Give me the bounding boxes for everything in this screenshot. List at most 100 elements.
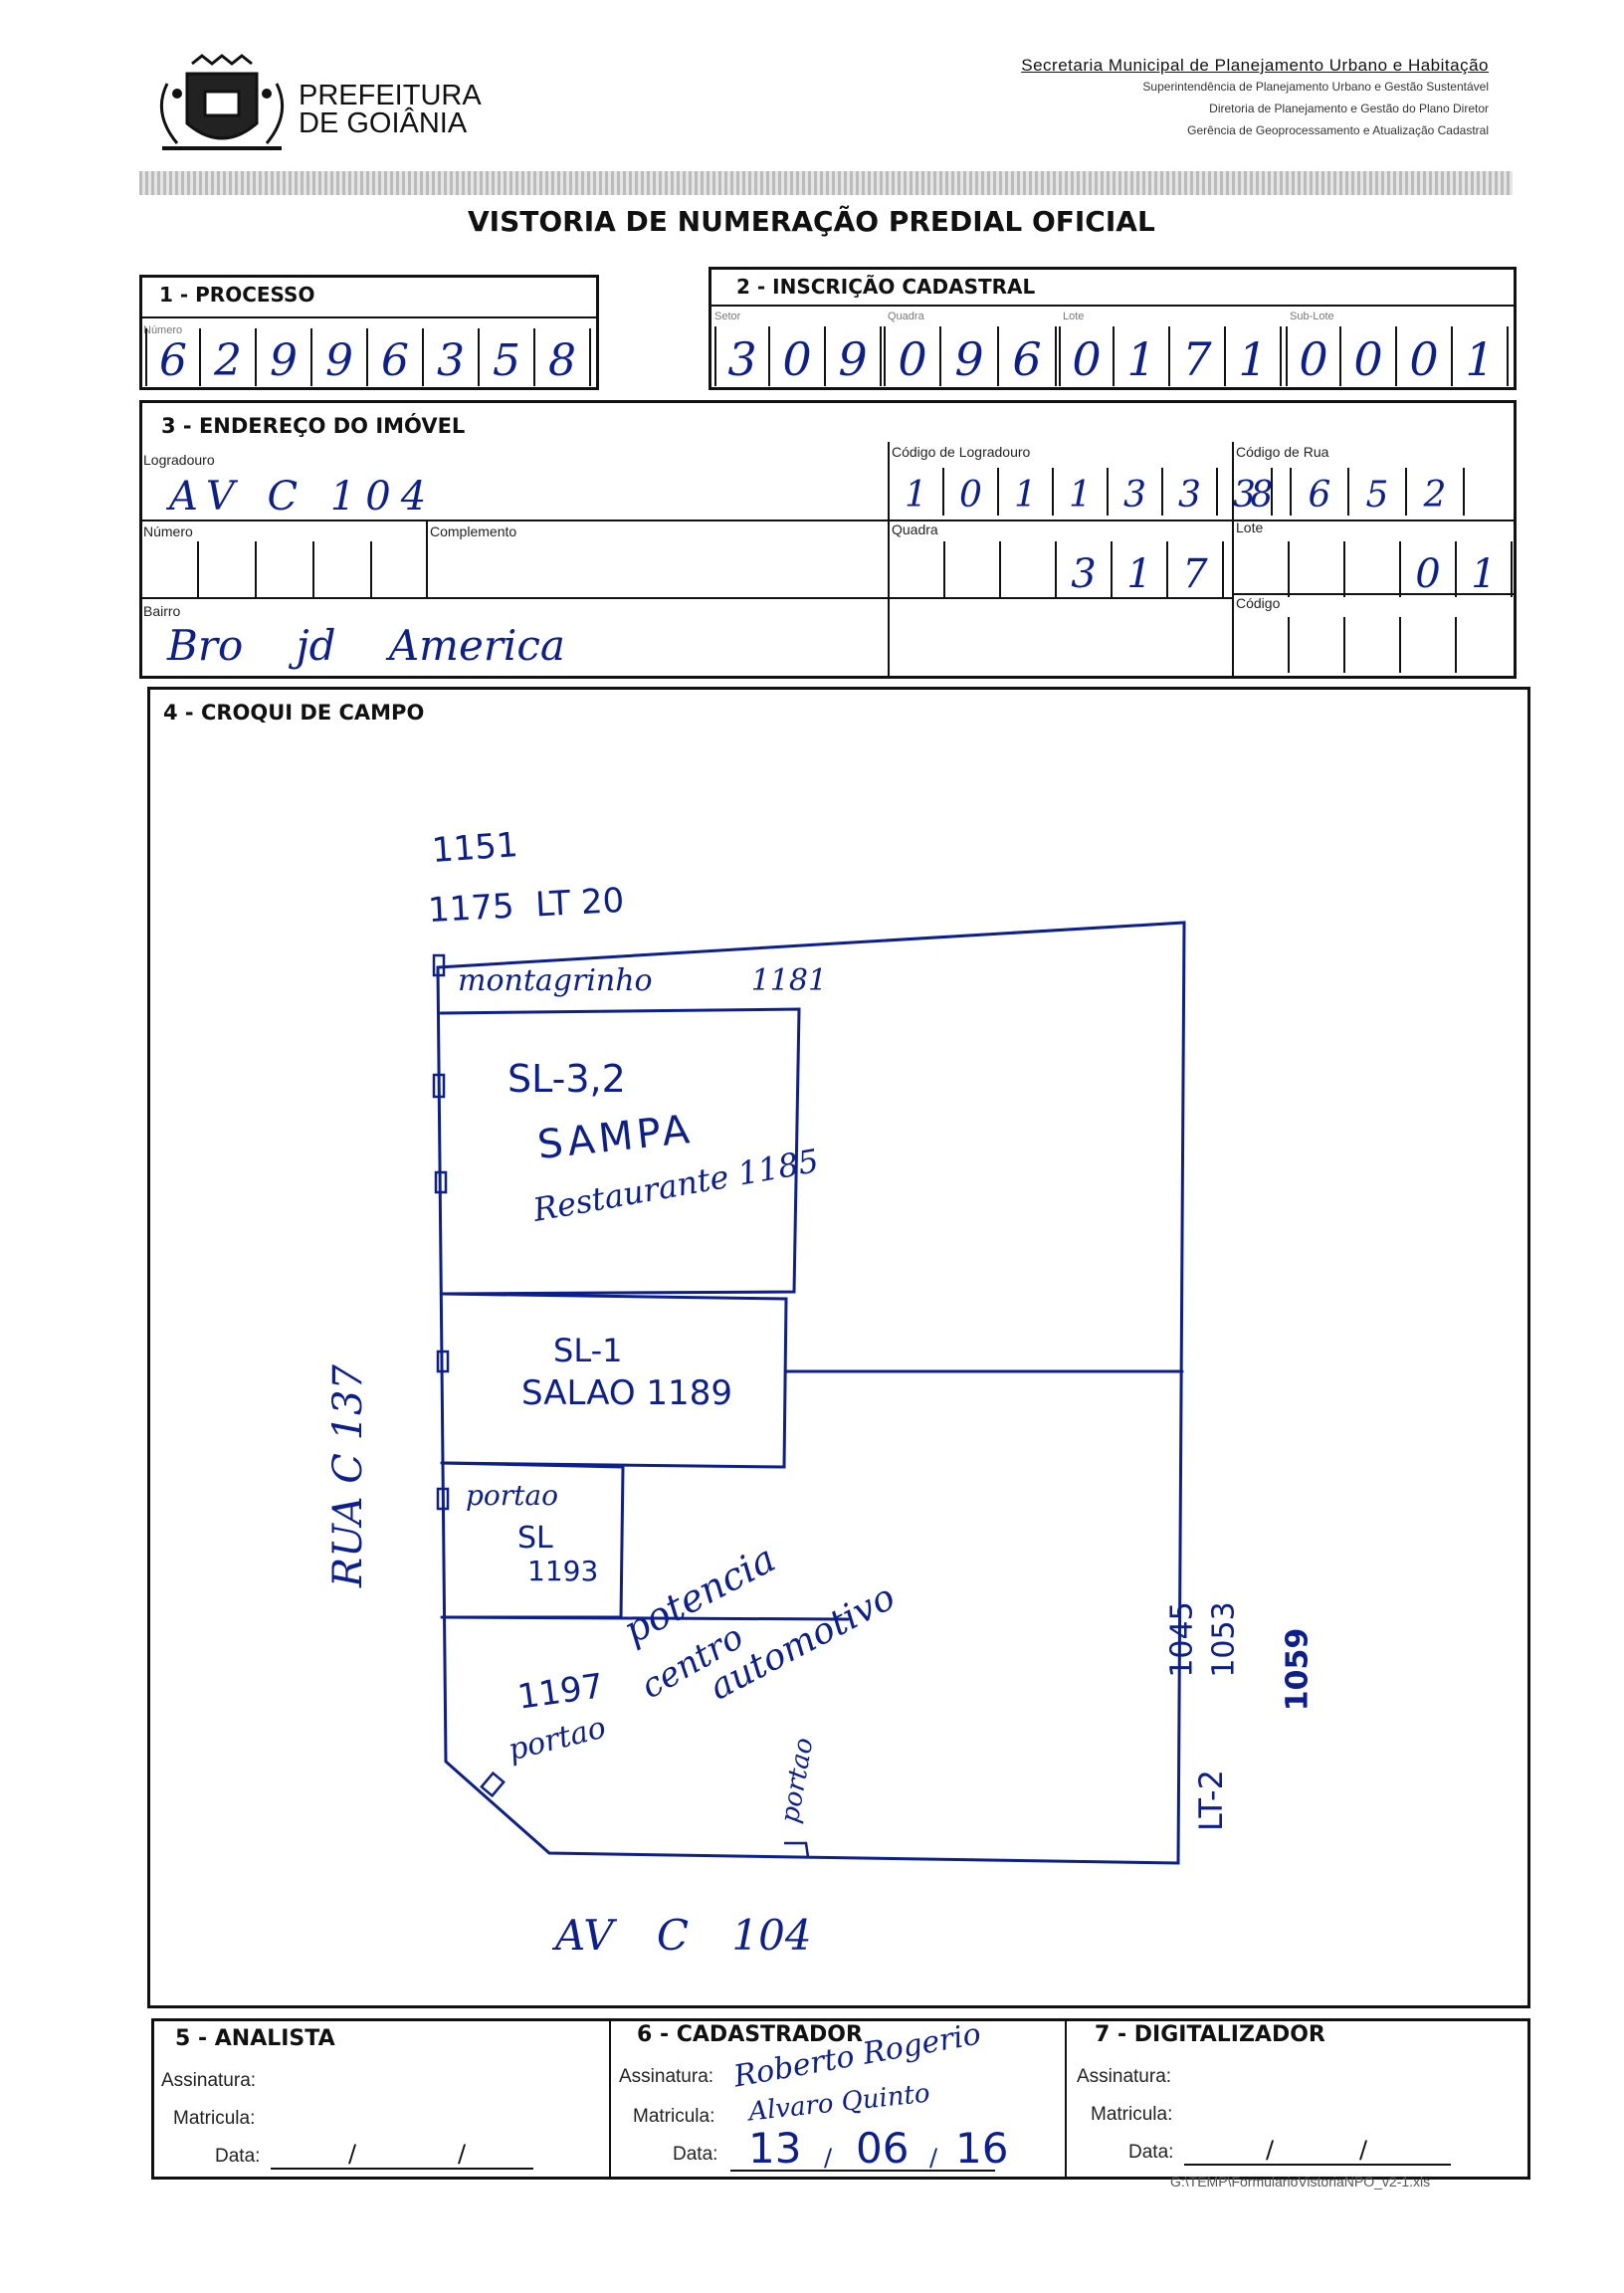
inscricao-sublote-digits[interactable]: 0 0 0 1 [1286,326,1509,386]
setor-digit: 0 [770,326,826,386]
codigo-digits[interactable] [1234,617,1457,673]
cadastrador-matricula-label: Matricula: [633,2106,715,2127]
cod-rua-digit: 8 [1234,468,1292,516]
lot-outline [436,921,1186,1865]
digitalizador-title: 7 - DIGITALIZADOR [1095,2022,1325,2047]
note-1045: 1045 [1164,1601,1200,1678]
analista-matricula-label: Matricula: [173,2108,256,2129]
setor-digit: 3 [714,326,770,386]
processo-digit: 3 [424,328,480,386]
quadra-digit: 3 [1057,541,1113,597]
quadra-label: Quadra [892,521,938,537]
sublote-digit: 0 [1341,326,1397,386]
cod-rua-digits[interactable]: 8 6 5 2 [1234,468,1465,516]
inscricao-quadra-digits[interactable]: 0 9 6 [884,326,1057,386]
cadastrador-date-year[interactable]: 16 [955,2124,1009,2173]
org-name-line2: DE GOIÂNIA [299,107,468,139]
processo-digits[interactable]: 6 2 9 9 6 3 5 8 [145,328,591,386]
analista-data-label: Data: [215,2146,261,2167]
inscricao-title: 2 - INSCRIÇÃO CADASTRAL [736,275,1036,299]
endereco-box [139,400,1517,679]
analista-title: 5 - ANALISTA [175,2026,335,2051]
analista-date-line[interactable] [271,2168,533,2170]
inscricao-setor-digits[interactable]: 3 0 9 [714,326,882,386]
processo-box [139,275,599,390]
sublote-digit: 0 [1397,326,1453,386]
cod-logradouro-digit: 1 [890,468,944,516]
lote-digits[interactable]: 0 1 [1234,541,1513,597]
portao-marker-icon [436,1487,450,1511]
processo-digit: 9 [257,328,312,386]
numero-digits[interactable] [141,541,372,597]
header-band [139,171,1513,195]
note-sl1: SL-1 [553,1332,623,1369]
cod-logradouro-digit: 0 [944,468,999,516]
quadra-digits[interactable]: 3 1 7 [890,541,1224,597]
cadastrador-date-month[interactable]: 06 [856,2124,910,2173]
cod-rua-digit: 5 [1349,468,1407,516]
analista-assinatura-label: Assinatura: [161,2070,257,2091]
lote-digit: 7 [1170,326,1226,386]
note-1151: 1151 [430,825,519,871]
processo-digit: 9 [312,328,368,386]
lote-digit: 1 [1226,326,1282,386]
endereco-row-divider-2 [139,597,1234,599]
lote-digit: 1 [1115,326,1170,386]
cadastrador-assinatura-label: Assinatura: [619,2066,714,2087]
note-sl32: SL-3,2 [508,1057,626,1101]
digitalizador-matricula-label: Matricula: [1091,2104,1173,2125]
cod-logradouro-digit: 3 [1163,468,1218,516]
lote-digit [1234,541,1290,597]
note-rua-c137: RUA C 137 [324,1364,371,1587]
endereco-title: 3 - ENDEREÇO DO IMÓVEL [161,414,466,438]
note-1059: 1059 [1280,1627,1316,1712]
logo [147,54,297,161]
processo-digit: 6 [145,328,201,386]
portao-marker-icon [480,1771,506,1798]
sig-divider-1 [609,2018,611,2180]
note-sl-1193: SL [517,1521,553,1556]
note-1193: 1193 [527,1555,599,1587]
cadastrador-data-label: Data: [673,2144,718,2165]
digitalizador-assinatura-label: Assinatura: [1077,2066,1172,2087]
complemento-label: Complemento [430,523,517,539]
digitalizador-data-label: Data: [1128,2142,1174,2163]
org-name-line1: PREFEITURA [299,80,482,111]
signatures-box [151,2018,1530,2180]
quadra-digit [1001,541,1057,597]
portao-marker-icon [436,1350,450,1373]
inscricao-sublote-label: Sub-Lote [1290,311,1334,322]
cod-logradouro-divider [888,442,890,677]
numero-label: Número [143,523,193,539]
cod-logradouro-digits[interactable]: 1 0 1 1 3 3 3 [890,468,1273,516]
unit-sl32-outline [439,1007,801,1296]
processo-digit: 2 [201,328,257,386]
note-lt2: LT-2 [1191,1770,1230,1831]
setor-digit: 9 [826,326,882,386]
lote-digit [1290,541,1345,597]
portao-marker-icon [432,953,446,977]
bairro-value[interactable]: Bro jd America [167,621,565,670]
dept-line-4: Gerência de Geoprocessamento e Atualizaç… [1187,123,1489,137]
croqui-title: 4 - CROQUI DE CAMPO [163,701,425,725]
note-portao-1193: portao [466,1479,558,1512]
quadra-digit [945,541,1001,597]
inscricao-lote-digits[interactable]: 0 1 7 1 [1059,326,1282,386]
digitalizador-date-line[interactable] [1184,2164,1451,2166]
cadastrador-date-day[interactable]: 13 [748,2124,802,2173]
processo-numero-label: Número [143,324,183,336]
coat-of-arms-icon [159,54,285,150]
cod-logradouro-digit: 3 [1109,468,1163,516]
logradouro-value[interactable]: AV C 104 [169,474,437,520]
cod-rua-divider [1232,442,1234,677]
croqui-box [147,687,1530,2008]
quadra-digit: 6 [999,326,1057,386]
croqui-sketch [432,921,1186,1865]
portao-marker-icon [432,1073,446,1099]
portao-marker-icon [784,1841,810,1858]
cod-rua-digit: 6 [1292,468,1349,516]
quadra-digit: 9 [941,326,999,386]
codigo-label: Código [1236,595,1281,611]
digitalizador-date-sep: / [1359,2136,1368,2164]
digitalizador-date-sep: / [1266,2136,1275,2164]
